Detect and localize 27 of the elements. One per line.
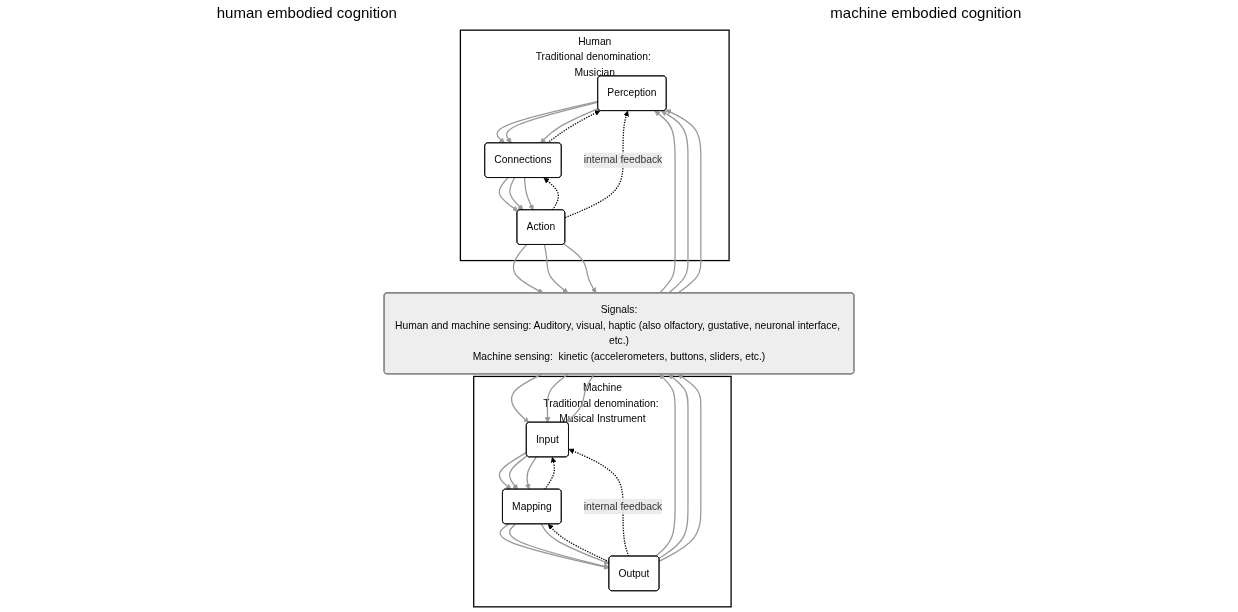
arrow [540, 108, 599, 144]
arrow [564, 110, 629, 219]
arrow [509, 177, 524, 211]
arrow [546, 110, 601, 144]
arrow [544, 373, 569, 423]
arrow [510, 373, 543, 423]
arrow [563, 243, 597, 294]
edge-label: internal feedback [583, 154, 663, 166]
arrow [523, 177, 534, 211]
arrow [498, 177, 519, 212]
arrow [568, 448, 630, 557]
bracket-label: human embodied cognition [216, 4, 397, 21]
bracket-label: machine embodied cognition [830, 4, 1022, 21]
arrow [543, 177, 559, 211]
edge-label: internal feedback [583, 500, 663, 512]
arrow [661, 110, 689, 294]
arrow [655, 373, 676, 557]
arrow [566, 373, 595, 423]
arrow [512, 244, 544, 294]
arrow [543, 244, 569, 294]
arrow [498, 451, 528, 490]
arrow [525, 456, 537, 490]
arrow [658, 373, 689, 559]
arrow [665, 109, 702, 294]
arrow [508, 455, 528, 490]
arrow [654, 110, 676, 294]
arrow [658, 373, 702, 562]
